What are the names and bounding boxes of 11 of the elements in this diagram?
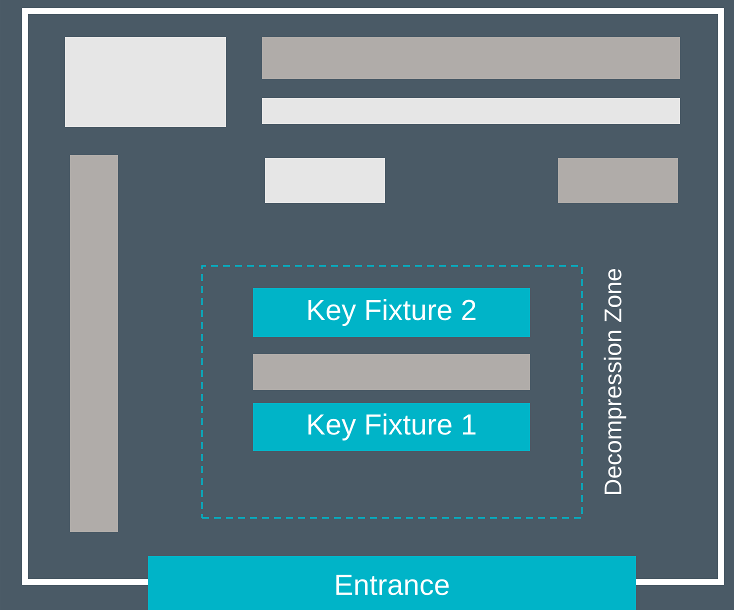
fixture-box: Key Fixture 1 — [253, 403, 530, 451]
fixture-box — [70, 155, 118, 532]
fixture-box — [262, 98, 680, 124]
entrance-box: Entrance — [148, 556, 636, 610]
fixture-box: Key Fixture 2 — [253, 288, 530, 337]
fixture-box — [65, 37, 226, 127]
fixture-box — [558, 158, 678, 203]
fixture-box — [262, 37, 680, 79]
fixture-box — [265, 158, 385, 203]
zone-label: Decompression Zone — [604, 269, 626, 494]
fixture-box — [253, 354, 530, 390]
